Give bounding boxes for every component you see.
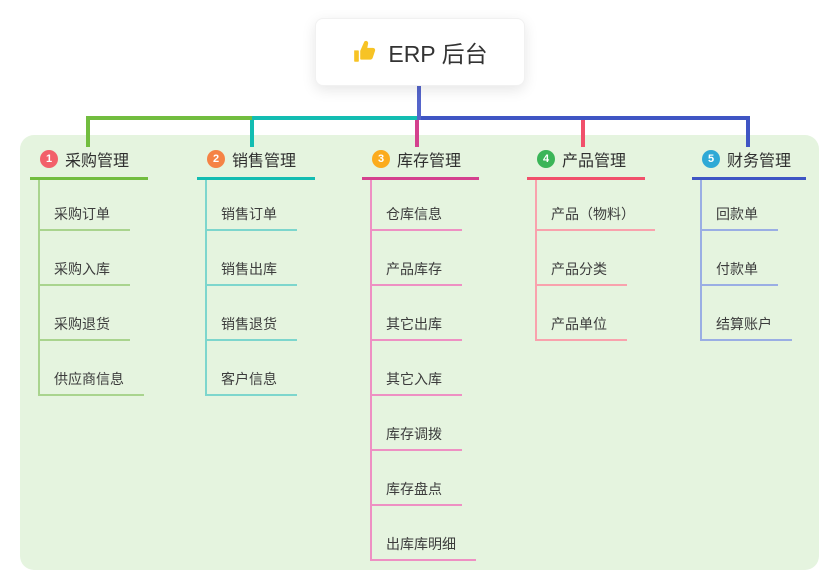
- child-node-label: 客户信息: [221, 371, 277, 387]
- child-node-label: 采购退货: [54, 316, 110, 332]
- child-node-label: 供应商信息: [54, 371, 124, 387]
- child-node-label: 库存盘点: [386, 481, 442, 497]
- child-node[interactable]: 产品单位: [535, 314, 627, 341]
- child-node-label: 产品单位: [551, 316, 607, 332]
- child-node[interactable]: 库存调拨: [370, 424, 462, 451]
- child-node[interactable]: 其它入库: [370, 369, 462, 396]
- branch-number-badge: 5: [702, 150, 720, 168]
- branch-trunk-line: [38, 178, 40, 396]
- root-stem-line: [417, 84, 421, 120]
- root-node[interactable]: ERP 后台: [315, 18, 525, 86]
- thumbs-up-icon: [352, 39, 378, 65]
- child-node[interactable]: 销售退货: [205, 314, 297, 341]
- child-node[interactable]: 产品分类: [535, 259, 627, 286]
- branch-node[interactable]: 5 财务管理: [692, 147, 806, 180]
- child-node-label: 出库库明细: [386, 536, 456, 552]
- child-node-label: 销售退货: [221, 316, 277, 332]
- child-node-label: 产品（物料）: [551, 206, 635, 222]
- branch-trunk-line: [535, 178, 537, 341]
- child-node-label: 付款单: [716, 261, 758, 277]
- child-node-label: 其它入库: [386, 371, 442, 387]
- branch-node[interactable]: 2 销售管理: [197, 147, 315, 180]
- child-node-label: 产品分类: [551, 261, 607, 277]
- child-node-label: 回款单: [716, 206, 758, 222]
- branch-number-badge: 2: [207, 150, 225, 168]
- branch-node[interactable]: 4 产品管理: [527, 147, 645, 180]
- child-node[interactable]: 产品（物料）: [535, 204, 655, 231]
- branch-number-badge: 3: [372, 150, 390, 168]
- child-node[interactable]: 客户信息: [205, 369, 297, 396]
- child-node-label: 结算账户: [716, 316, 772, 332]
- child-node[interactable]: 出库库明细: [370, 534, 476, 561]
- child-node-label: 产品库存: [386, 261, 442, 277]
- child-node-label: 其它出库: [386, 316, 442, 332]
- branch-drop-line: [250, 120, 254, 147]
- child-node[interactable]: 采购入库: [38, 259, 130, 286]
- branch-drop-line: [581, 120, 585, 147]
- bus-line-segment-left: [86, 116, 252, 120]
- branch-node-label: 销售管理: [232, 153, 297, 170]
- branch-node-label: 库存管理: [397, 153, 462, 170]
- branch-drop-line: [86, 116, 90, 147]
- branch-node[interactable]: 3 库存管理: [362, 147, 479, 180]
- child-node[interactable]: 仓库信息: [370, 204, 462, 231]
- branch-number-badge: 4: [537, 150, 555, 168]
- child-node[interactable]: 供应商信息: [38, 369, 144, 396]
- child-node[interactable]: 其它出库: [370, 314, 462, 341]
- child-node[interactable]: 结算账户: [700, 314, 792, 341]
- child-node[interactable]: 付款单: [700, 259, 778, 286]
- branch-node[interactable]: 1 采购管理: [30, 147, 148, 180]
- bus-line-segment-right: [421, 116, 750, 120]
- child-node-label: 销售订单: [221, 206, 277, 222]
- child-node[interactable]: 库存盘点: [370, 479, 462, 506]
- branch-trunk-line: [700, 178, 702, 341]
- child-node[interactable]: 销售订单: [205, 204, 297, 231]
- child-node[interactable]: 产品库存: [370, 259, 462, 286]
- branch-number-badge: 1: [40, 150, 58, 168]
- bus-line-segment-center: [252, 116, 417, 120]
- child-node[interactable]: 销售出库: [205, 259, 297, 286]
- branch-node-label: 采购管理: [65, 153, 130, 170]
- branch-trunk-line: [370, 178, 372, 561]
- root-node-label: ERP 后台: [388, 41, 488, 67]
- branch-drop-line: [415, 120, 419, 147]
- branch-panel-background: [20, 135, 819, 570]
- child-node-label: 库存调拨: [386, 426, 442, 442]
- branch-drop-line: [746, 116, 750, 147]
- branch-trunk-line: [205, 178, 207, 396]
- child-node-label: 采购入库: [54, 261, 110, 277]
- branch-node-label: 财务管理: [727, 153, 792, 170]
- child-node[interactable]: 采购退货: [38, 314, 130, 341]
- child-node[interactable]: 采购订单: [38, 204, 130, 231]
- branch-node-label: 产品管理: [562, 153, 627, 170]
- child-node-label: 销售出库: [221, 261, 277, 277]
- child-node-label: 采购订单: [54, 206, 110, 222]
- child-node-label: 仓库信息: [386, 206, 442, 222]
- child-node[interactable]: 回款单: [700, 204, 778, 231]
